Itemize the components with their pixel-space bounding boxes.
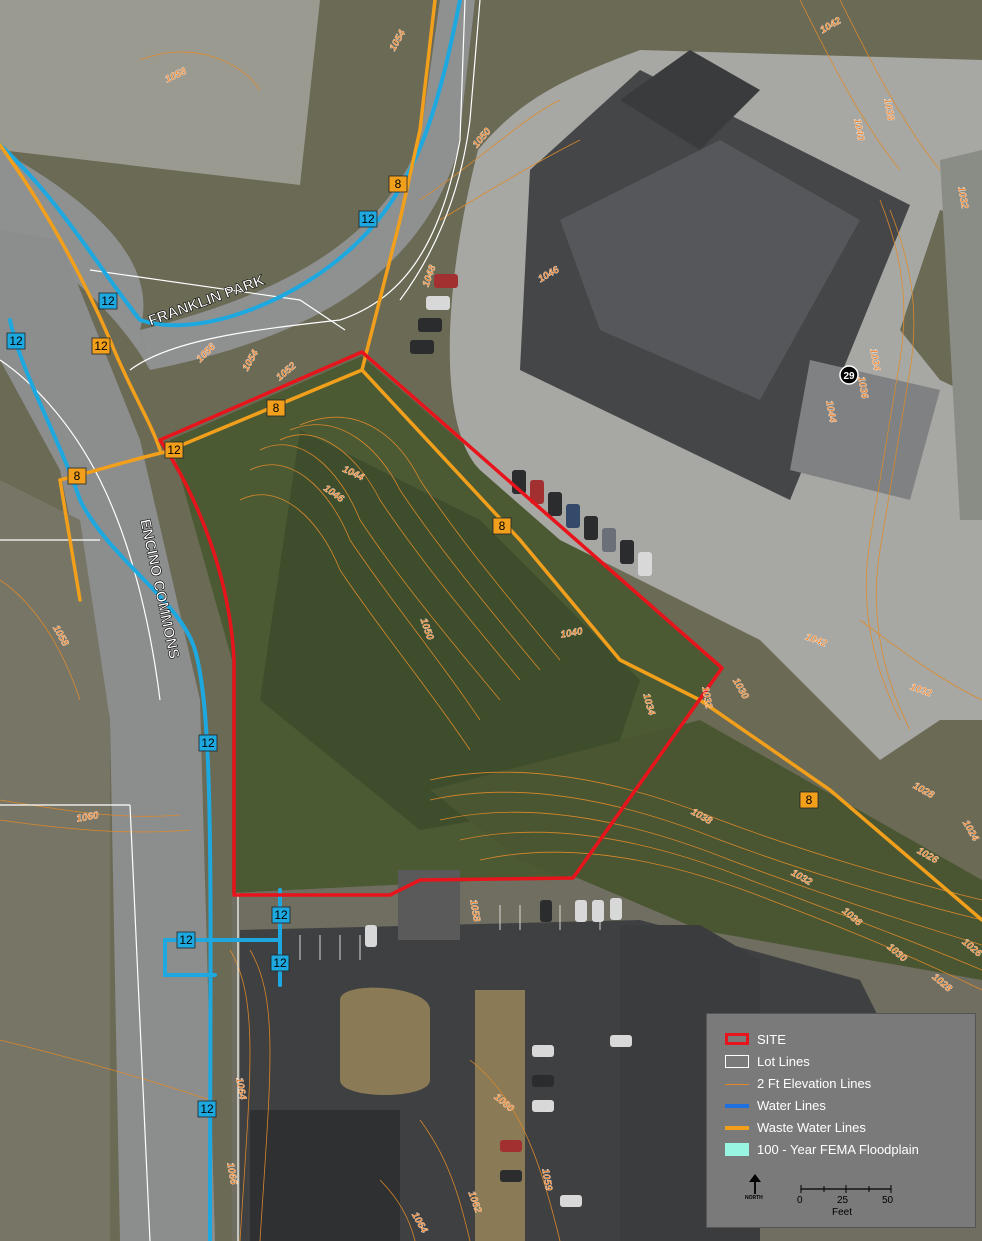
legend-item-site: SITE [707,1030,977,1050]
contour-label: 1038 [881,98,896,122]
svg-text:8: 8 [74,469,81,483]
wastewater-pipe-labels: 8 12 8 12 8 8 8 [67,175,819,809]
wastewater-pipe-label: 8 [67,467,87,485]
legend-label: 100 - Year FEMA Floodplain [757,1142,919,1157]
landscape-island [340,987,430,1095]
contour-label: 1040 [560,626,584,641]
contour-label: 1032 [699,686,714,710]
north-label: NORTH [745,1195,763,1201]
contour-label: 1034 [867,348,882,372]
svg-text:8: 8 [806,793,813,807]
svg-text:12: 12 [361,212,375,226]
wastewater-line-icon [725,1126,749,1130]
landscape-median [475,990,525,1241]
scale-bar [800,1185,892,1193]
scale-tick-label: 25 [837,1195,849,1206]
water-pipe-label: 12 [198,734,218,752]
svg-text:8: 8 [273,401,280,415]
water-pipe-label: 12 [98,292,118,310]
east-buildings [940,150,982,520]
svg-text:29: 29 [843,371,855,382]
contour-label: 1044 [823,400,838,424]
map-legend: SITE Lot Lines 2 Ft Elevation Lines Wate… [706,1013,976,1228]
svg-text:8: 8 [395,177,402,191]
contour-label: 1066 [224,1162,239,1186]
parking-stripes [299,905,601,960]
wastewater-pipe-label: 8 [266,399,286,417]
contour-label: 1058 [467,899,482,923]
north-arrow-icon [749,1174,761,1194]
svg-text:12: 12 [167,443,181,457]
legend-label: 2 Ft Elevation Lines [757,1076,872,1091]
legend-item-floodplain: 100 - Year FEMA Floodplain [707,1140,977,1160]
parked-cars-south [365,898,632,1207]
building-east-wing [790,360,940,500]
encino-commons-road [0,230,215,1241]
legend-item-elevation: 2 Ft Elevation Lines [707,1074,977,1094]
site-outline-icon [725,1033,749,1045]
contour-label: 1036 [855,376,870,400]
wastewater-pipe-label: 8 [799,791,819,809]
contour-label: 1040 [851,118,866,142]
wastewater-pipe-label: 8 [388,175,408,193]
svg-text:12: 12 [101,294,115,308]
southwest-building [250,1110,400,1241]
water-pipe-label: 12 [270,954,290,972]
svg-text:12: 12 [9,334,23,348]
wastewater-pipe-label: 8 [492,517,512,535]
scale-tick-label: 0 [797,1195,803,1206]
water-pipe-labels: 12 12 12 12 12 12 12 12 [6,210,378,1118]
contour-label: 1060 [76,810,100,825]
legend-item-water: Water Lines [707,1096,977,1116]
svg-text:12: 12 [273,956,287,970]
wastewater-lines [0,0,982,922]
svg-text:12: 12 [179,933,193,947]
scale-tick-label: 50 [882,1195,894,1206]
water-pipe-label: 12 [271,906,291,924]
legend-label: SITE [757,1032,786,1047]
legend-item-lot-lines: Lot Lines [707,1052,977,1072]
svg-text:8: 8 [499,519,506,533]
water-line-icon [725,1104,749,1108]
legend-label: Lot Lines [757,1054,810,1069]
contour-label: 1032 [955,186,970,210]
wastewater-pipe-label: 12 [164,441,184,459]
svg-text:12: 12 [274,908,288,922]
site-boundary [158,350,724,897]
svg-text:12: 12 [94,339,108,353]
building-roof-center [560,140,860,400]
contour-label: 1059 [539,1168,554,1192]
svg-text:12: 12 [200,1102,214,1116]
contour-label: 1064 [233,1077,248,1101]
legend-label: Waste Water Lines [757,1120,866,1135]
elevation-line-icon [725,1084,749,1085]
scale-unit-label: Feet [832,1207,853,1218]
building-roof-north [620,50,760,150]
creek-vegetation [430,720,982,1000]
marker-29: 29 [839,365,859,385]
paved-lot-nw [0,0,320,185]
west-lots [0,480,110,1241]
svg-text:12: 12 [201,736,215,750]
tree-canopy [260,430,640,830]
water-pipe-label: 12 [197,1100,217,1118]
lot-outline-icon [725,1055,749,1068]
legend-item-wastewater: Waste Water Lines [707,1118,977,1138]
franklin-park-road-west [0,150,150,370]
water-pipe-label: 12 [358,210,378,228]
water-pipe-label: 12 [176,931,196,949]
legend-label: Water Lines [757,1098,826,1113]
floodplain-fill-icon [725,1143,749,1156]
wastewater-pipe-label: 12 [91,337,111,355]
water-pipe-label: 12 [6,332,26,350]
small-structure [398,870,460,940]
